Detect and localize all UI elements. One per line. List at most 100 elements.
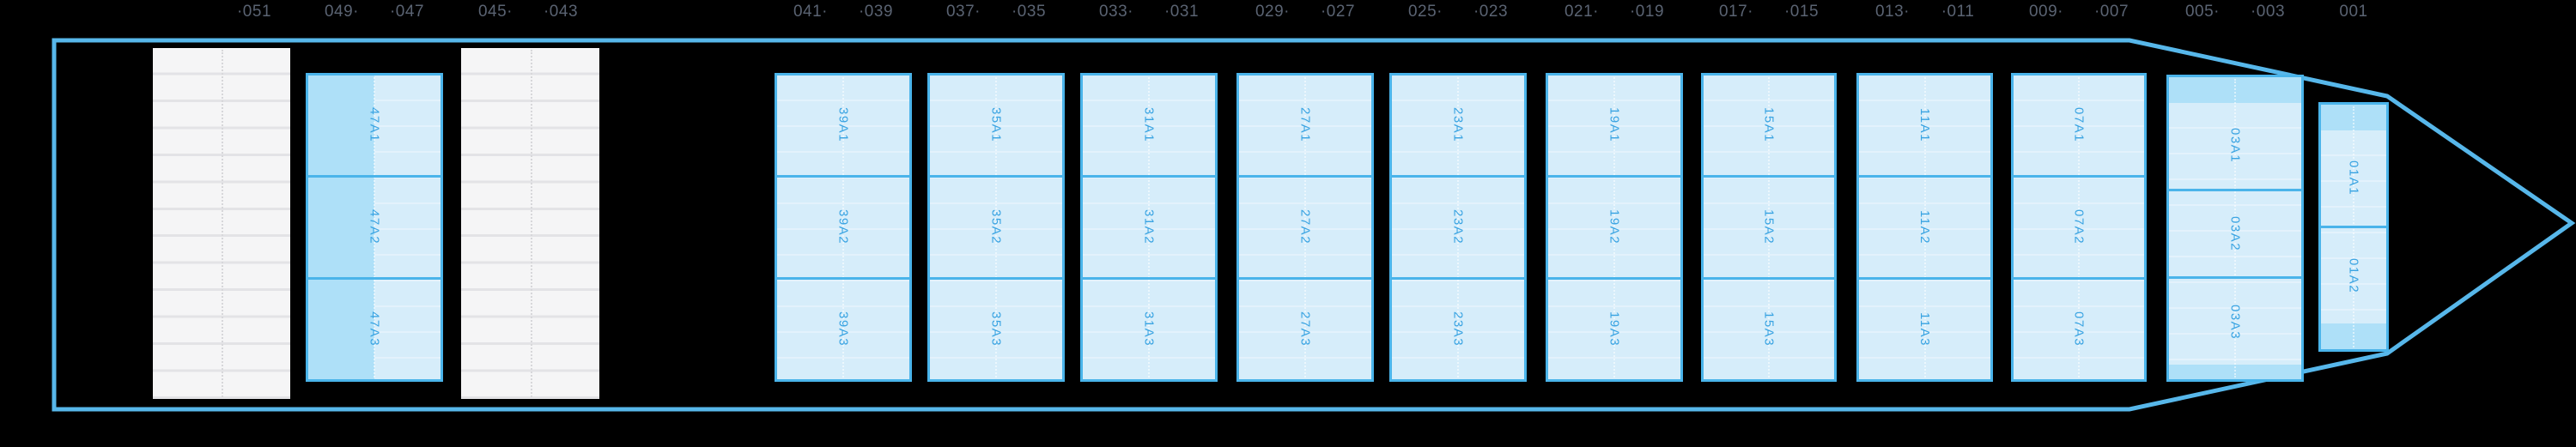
bay-cell-39A1[interactable]: 39A1 [777,76,909,175]
bay-cell-03A3[interactable]: 03A3 [2169,276,2301,365]
bay-number-label: ·051 [236,3,272,21]
bay-cell-label: 11A3 [1917,312,1932,347]
bay-number-label: ·011 [1941,3,1975,21]
bay-cell-35A3[interactable]: 35A3 [930,277,1062,379]
bay-cell-label: 23A1 [1450,107,1466,143]
bay-number-label: ·039 [858,3,894,21]
bay-number-label: 001 [2339,3,2368,21]
bay-number-label: ·035 [1011,3,1047,21]
bay-cell-label: 07A2 [2071,209,2087,245]
bay-cell-label: 11A1 [1917,108,1932,142]
bay-centerline [1923,77,1926,378]
bay-cell-19A1[interactable]: 19A1 [1548,76,1680,175]
bay-number-label: ·019 [1629,3,1665,21]
bay-centerline [1457,77,1459,378]
bay-cell-07A2[interactable]: 07A2 [2014,175,2144,277]
bay-cell-label: 19A3 [1607,311,1622,347]
bay-cell-47A2[interactable]: 47A2 [308,175,440,277]
bay-number-label: 009· [2028,3,2064,21]
bay-cell-label: 01A1 [2346,160,2361,196]
bay-centerline [2234,79,2236,378]
bay-11[interactable]: 11A1 11A2 11A3 [1856,73,1993,382]
bay-number-label: ·023 [1473,3,1509,21]
bay-cell-label: 03A1 [2227,128,2243,164]
bay-number-label: ·015 [1783,3,1820,21]
bay-cell-27A2[interactable]: 27A2 [1239,175,1371,277]
bay-number-label: 017· [1718,3,1754,21]
bay-cell-15A2[interactable]: 15A2 [1704,175,1834,277]
bay-number-label: ·031 [1163,3,1200,21]
bay-cell-31A1[interactable]: 31A1 [1083,76,1215,175]
bay-cell-label: 19A1 [1607,107,1622,143]
bay-cell-07A3[interactable]: 07A3 [2014,277,2144,379]
bay-centerline [1613,77,1615,378]
bay-19[interactable]: 19A1 19A2 19A3 [1546,73,1683,382]
bay-cell-19A2[interactable]: 19A2 [1548,175,1680,277]
bay-cell-label: 01A2 [2346,257,2361,294]
bay-cell-label: 27A2 [1297,209,1313,245]
bay-number-label: 021· [1564,3,1600,21]
bay-cell-label: 07A3 [2071,311,2087,347]
aft-hatch-grid-2[interactable] [461,48,599,399]
bay-cell-39A3[interactable]: 39A3 [777,277,909,379]
bay-cell-39A2[interactable]: 39A2 [777,175,909,277]
bay-23[interactable]: 23A1 23A2 23A3 [1389,73,1527,382]
bay-number-label: 029· [1255,3,1291,21]
bay-cell-31A3[interactable]: 31A3 [1083,277,1215,379]
bay-07[interactable]: 07A1 07A2 07A3 [2011,73,2147,382]
bay-cell-label: 31A1 [1141,107,1157,143]
bay-cell-label: 27A3 [1297,311,1313,347]
bay-27[interactable]: 27A1 27A2 27A3 [1236,73,1374,382]
bay-cell-03A1[interactable]: 03A1 [2169,103,2301,189]
bay-centerline [374,77,375,378]
bay-cells: 19A1 19A2 19A3 [1548,76,1680,379]
bay-cell-11A1[interactable]: 11A1 [1859,76,1990,175]
hull-outline-shape [52,38,2576,412]
bay-cell-47A1[interactable]: 47A1 [308,76,440,175]
grid-centerline [222,50,223,397]
bay-cell-19A3[interactable]: 19A3 [1548,277,1680,379]
bay-number-label: ·027 [1320,3,1356,21]
bay-cell-47A3[interactable]: 47A3 [308,277,440,379]
bay-cell-31A2[interactable]: 31A2 [1083,175,1215,277]
bay-cell-label: 35A1 [988,107,1004,143]
bay-cell-01A1[interactable]: 01A1 [2321,130,2386,226]
bay-cell-23A1[interactable]: 23A1 [1392,76,1524,175]
bay-centerline [842,77,844,378]
bay-cell-27A3[interactable]: 27A3 [1239,277,1371,379]
bay-cell-11A2[interactable]: 11A2 [1859,175,1990,277]
bay-cells: 27A1 27A2 27A3 [1239,76,1371,379]
bay-01[interactable]: 01A1 01A2 [2318,102,2389,352]
bay-cell-label: 47A1 [367,107,382,143]
bay-cell-label: 15A3 [1761,311,1777,347]
bay-cell-07A1[interactable]: 07A1 [2014,76,2144,175]
bay-cell-label: 39A1 [835,107,851,143]
bay-cell-23A2[interactable]: 23A2 [1392,175,1524,277]
bay-cell-label: 23A3 [1450,311,1466,347]
bay-cell-11A3[interactable]: 11A3 [1859,277,1990,379]
bay-cell-15A1[interactable]: 15A1 [1704,76,1834,175]
bay-cell-27A1[interactable]: 27A1 [1239,76,1371,175]
bay-cell-35A1[interactable]: 35A1 [930,76,1062,175]
bay-number-label: ·043 [543,3,579,21]
aft-hatch-grid-1[interactable] [153,48,290,399]
bay-cell-15A3[interactable]: 15A3 [1704,277,1834,379]
bay-cell-35A2[interactable]: 35A2 [930,175,1062,277]
bay-cell-01A2[interactable]: 01A2 [2321,226,2386,323]
bay-centerline [995,77,997,378]
bay-cell-03A2[interactable]: 03A2 [2169,188,2301,277]
bay-cell-23A3[interactable]: 23A3 [1392,277,1524,379]
bay-centerline [2078,77,2080,378]
